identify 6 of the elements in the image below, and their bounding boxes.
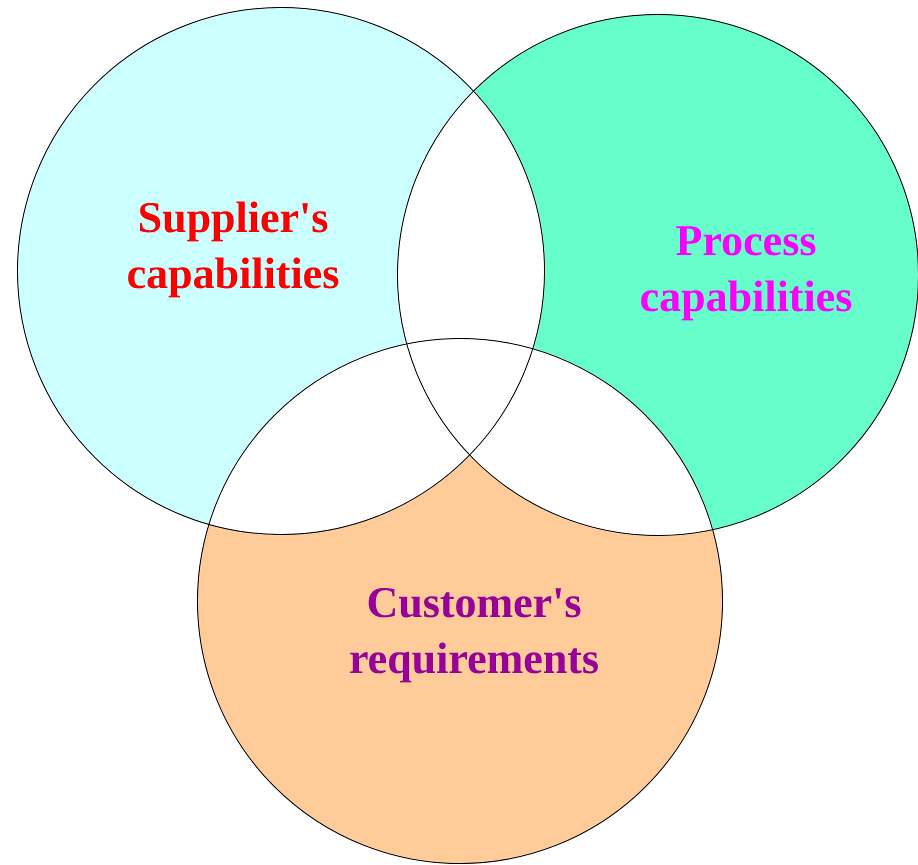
circle-label: Supplier's capabilities xyxy=(126,192,340,300)
venn-circle xyxy=(197,338,723,864)
venn-circle xyxy=(17,7,545,535)
circle-label: Customer's requirements xyxy=(348,577,600,685)
circle-label: Process capabilities xyxy=(638,215,854,323)
venn-circle xyxy=(397,14,918,536)
